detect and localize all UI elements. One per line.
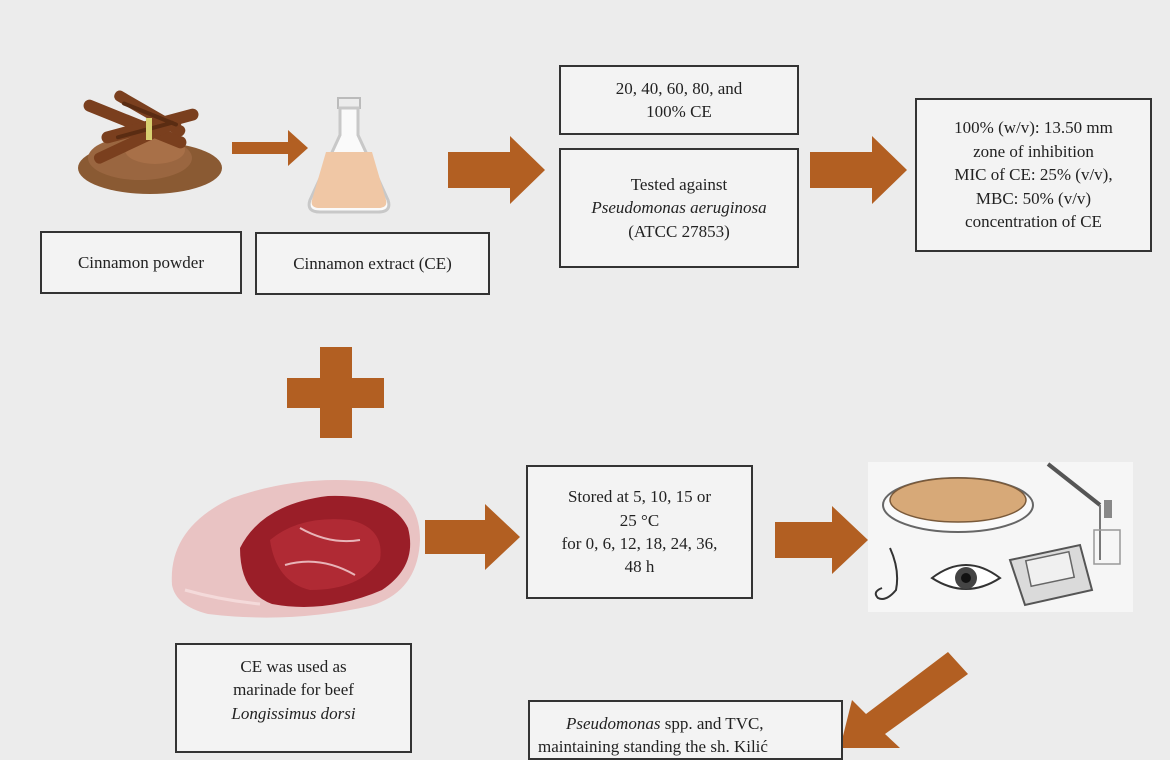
stored-line-4: 48 h xyxy=(624,557,655,577)
flask-illustration xyxy=(307,97,391,214)
analysis-equipment-illustration xyxy=(868,462,1133,612)
results-line-5: concentration of CE xyxy=(965,212,1102,232)
marinade-box: CE was used as marinade for beef Longiss… xyxy=(175,643,412,753)
results-line-2: zone of inhibition xyxy=(973,141,1094,161)
tested-line-1: Tested against xyxy=(630,174,728,194)
concentrations-line-1: 20, 40, 60, 80, and xyxy=(615,78,743,98)
results-line-3: MIC of CE: 25% (v/v), xyxy=(954,165,1113,185)
storage-conditions-box: Stored at 5, 10, 15 or 25 °C for 0, 6, 1… xyxy=(526,465,753,599)
tested-against-box: Tested against Pseudomonas aeruginosa (A… xyxy=(559,148,799,268)
results-line-4: MBC: 50% (v/v) xyxy=(975,188,1092,208)
plus-sign xyxy=(287,347,384,438)
arrow-stored-to-analysis xyxy=(775,506,868,574)
cinnamon-powder-label: Cinnamon powder xyxy=(77,252,205,272)
stored-line-1: Stored at 5, 10, 15 or xyxy=(567,487,712,507)
outcome-box: Pseudomonas spp. and TVC, maintaining st… xyxy=(528,700,843,760)
beef-illustration xyxy=(171,480,420,618)
outcome-line-2: maintaining standing the sh. Kilić xyxy=(538,737,768,757)
marinade-line-3: Longissimus dorsi xyxy=(231,703,356,723)
concentrations-box: 20, 40, 60, 80, and 100% CE xyxy=(559,65,799,135)
marinade-line-2: marinade for beef xyxy=(233,680,354,700)
cinnamon-powder-box: Cinnamon powder xyxy=(40,231,242,294)
cinnamon-extract-box: Cinnamon extract (CE) xyxy=(255,232,490,295)
arrow-beef-to-stored xyxy=(425,504,520,570)
stored-line-2: 25 °C xyxy=(619,510,660,530)
results-line-1: 100% (w/v): 13.50 mm xyxy=(954,118,1113,138)
cinnamon-extract-label: Cinnamon extract (CE) xyxy=(293,253,452,273)
tested-strain: (ATCC 27853) xyxy=(628,221,730,241)
tested-organism: Pseudomonas aeruginosa xyxy=(591,198,767,218)
outcome-organism: Pseudomonas xyxy=(566,714,661,733)
cinnamon-powder-illustration xyxy=(78,90,222,194)
arrow-tested-to-results xyxy=(810,136,907,204)
arrow-analysis-to-outcome xyxy=(840,652,968,748)
outcome-line-1: Pseudomonas spp. and TVC, xyxy=(538,712,841,735)
results-box: 100% (w/v): 13.50 mm zone of inhibition … xyxy=(915,98,1152,252)
arrow-extract-to-tested xyxy=(448,136,545,204)
outcome-rest: spp. and TVC, xyxy=(660,714,764,733)
arrow-powder-to-extract xyxy=(232,130,308,166)
stored-line-3: for 0, 6, 12, 18, 24, 36, xyxy=(561,534,718,553)
concentrations-line-2: 100% CE xyxy=(646,102,712,121)
marinade-line-1: CE was used as xyxy=(240,657,347,676)
